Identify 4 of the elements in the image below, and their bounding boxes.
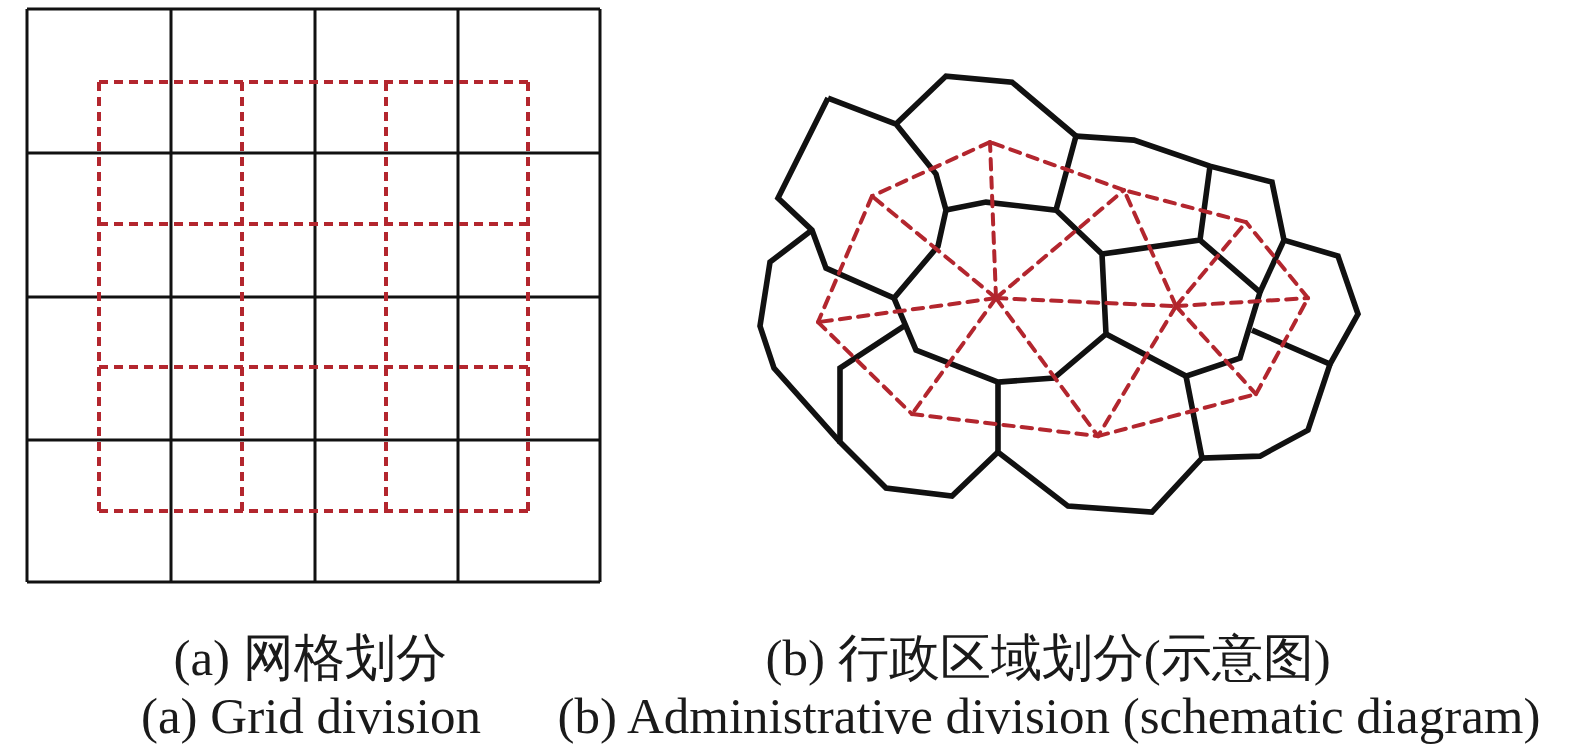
figure-caption: (a) Grid division	[141, 688, 481, 744]
figure-caption: (b) Administrative division (schematic diagram)	[557, 688, 1541, 744]
figure-caption: (a) 网格划分	[173, 630, 447, 686]
figure-caption: (b) 行政区域划分(示意图)	[765, 630, 1331, 686]
